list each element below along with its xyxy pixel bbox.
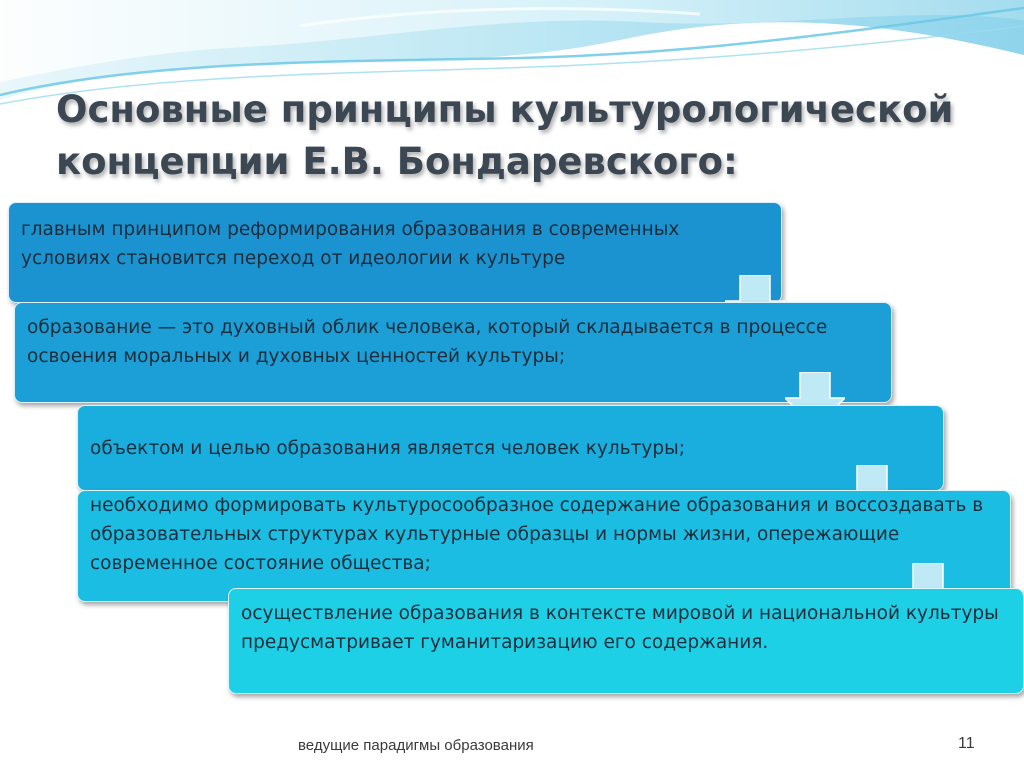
principle-step-3: объектом и целью образования является че… bbox=[77, 405, 944, 491]
principle-step-1: главным принципом реформирования образов… bbox=[8, 202, 782, 303]
principle-step-5-text: осуществление образования в контексте ми… bbox=[241, 603, 999, 653]
footer-caption: ведущие парадигмы образования bbox=[298, 737, 534, 754]
principle-step-1-text: главным принципом реформирования образов… bbox=[21, 219, 680, 269]
slide-title: Основные принципы культурологической кон… bbox=[56, 84, 956, 188]
slide-title-line-1: Основные принципы культурологической bbox=[56, 88, 954, 131]
decorative-wave-header bbox=[0, 0, 1024, 105]
principle-step-4-text: необходимо формировать культуросообразно… bbox=[90, 495, 984, 574]
principle-step-4: необходимо формировать культуросообразно… bbox=[77, 490, 1011, 602]
slide-title-line-2: концепции Е.В. Бондаревского: bbox=[56, 140, 738, 183]
principle-step-3-text: объектом и целью образования является че… bbox=[90, 437, 685, 459]
principle-step-5: осуществление образования в контексте ми… bbox=[228, 588, 1024, 694]
principle-step-2: образование — это духовный облик человек… bbox=[14, 302, 892, 403]
slide-page-number: 11 bbox=[958, 735, 975, 752]
principle-step-2-text: образование — это духовный облик человек… bbox=[27, 317, 828, 367]
